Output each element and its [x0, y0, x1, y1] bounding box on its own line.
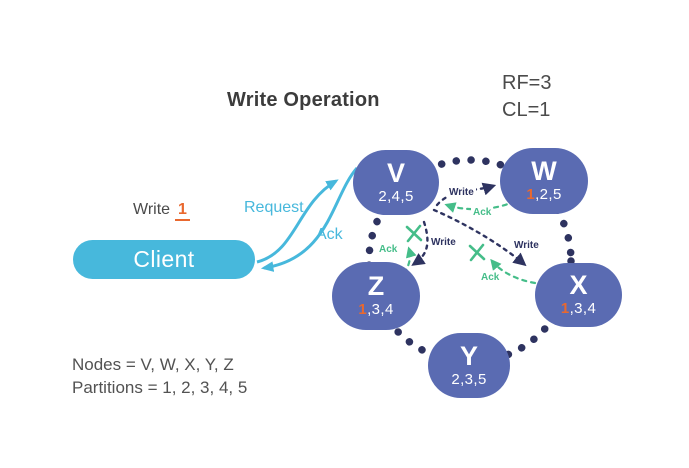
consistency-level-label: CL=1: [502, 99, 551, 121]
ring-node-z: Z 1,3,4: [332, 262, 420, 330]
failed-ack-cross-left-icon: [405, 224, 423, 243]
edge-label-ack-w-v: Ack: [471, 207, 494, 219]
node-partitions: 1,3,4: [358, 301, 393, 318]
client-label: Client: [133, 246, 195, 272]
partition-rest: ,3,4: [569, 300, 597, 318]
ring-dotted-circle: [365, 156, 575, 366]
edge-label-write-v-w: Write: [447, 187, 476, 199]
failed-ack-cross-right-icon: [468, 243, 486, 262]
replication-params: RF=3 CL=1: [502, 70, 551, 124]
legend-nodes-line: Nodes = V, W, X, Y, Z: [72, 355, 234, 374]
edge-label-write-v-x: Write: [512, 240, 541, 252]
ring-node-w: W 1,2,5: [500, 148, 588, 214]
node-id: Y: [459, 340, 478, 371]
node-partitions: 1,2,5: [526, 186, 561, 203]
write-value: 1: [175, 201, 190, 221]
node-partitions: 2,4,5: [378, 188, 413, 205]
partition-first: 1: [560, 300, 570, 318]
node-id: X: [569, 270, 588, 301]
ack-arrow-w-to-v: [444, 199, 517, 213]
ack-arrow-x-to-v: [490, 258, 537, 285]
replication-factor-label: RF=3: [502, 72, 552, 94]
node-partitions: 1,3,4: [561, 300, 596, 317]
partition-rest: ,3,4: [367, 301, 394, 319]
edge-label-ack-z-v: Ack: [377, 244, 400, 256]
legend-partitions-line: Partitions = 1, 2, 3, 4, 5: [72, 378, 248, 397]
edge-label-ack-x-v: Ack: [479, 272, 502, 284]
ring-node-y: Y 2,3,5: [428, 333, 510, 398]
client-ack-label: Ack: [316, 226, 343, 243]
partition-first: 2: [451, 370, 461, 388]
partition-rest: ,4,5: [387, 187, 414, 205]
partition-first: 2: [378, 187, 388, 205]
client-node: Client: [73, 240, 255, 279]
ack-arrow-v-to-client: [260, 167, 359, 272]
request-arrow-client-to-v: [256, 179, 339, 264]
node-id: V: [386, 157, 405, 188]
write-arrow-v-to-z: [411, 220, 429, 266]
node-id: Z: [367, 271, 385, 302]
partition-rest: ,3,5: [460, 370, 487, 388]
page-title: Write Operation: [227, 89, 380, 111]
partition-rest: ,2,5: [535, 186, 562, 204]
node-partitions: 2,3,5: [451, 371, 486, 388]
legend: Nodes = V, W, X, Y, Z Partitions = 1, 2,…: [72, 353, 247, 399]
ring-node-x: X 1,3,4: [535, 263, 622, 327]
ring-node-v: V 2,4,5: [353, 150, 439, 215]
partition-first: 1: [358, 301, 368, 319]
write-arrow-v-to-x: [432, 208, 527, 267]
write-word: Write: [133, 201, 171, 218]
node-id: W: [531, 156, 557, 187]
partition-first: 1: [526, 186, 536, 204]
request-label: Request: [244, 199, 304, 216]
edge-label-write-v-z: Write: [429, 237, 458, 249]
